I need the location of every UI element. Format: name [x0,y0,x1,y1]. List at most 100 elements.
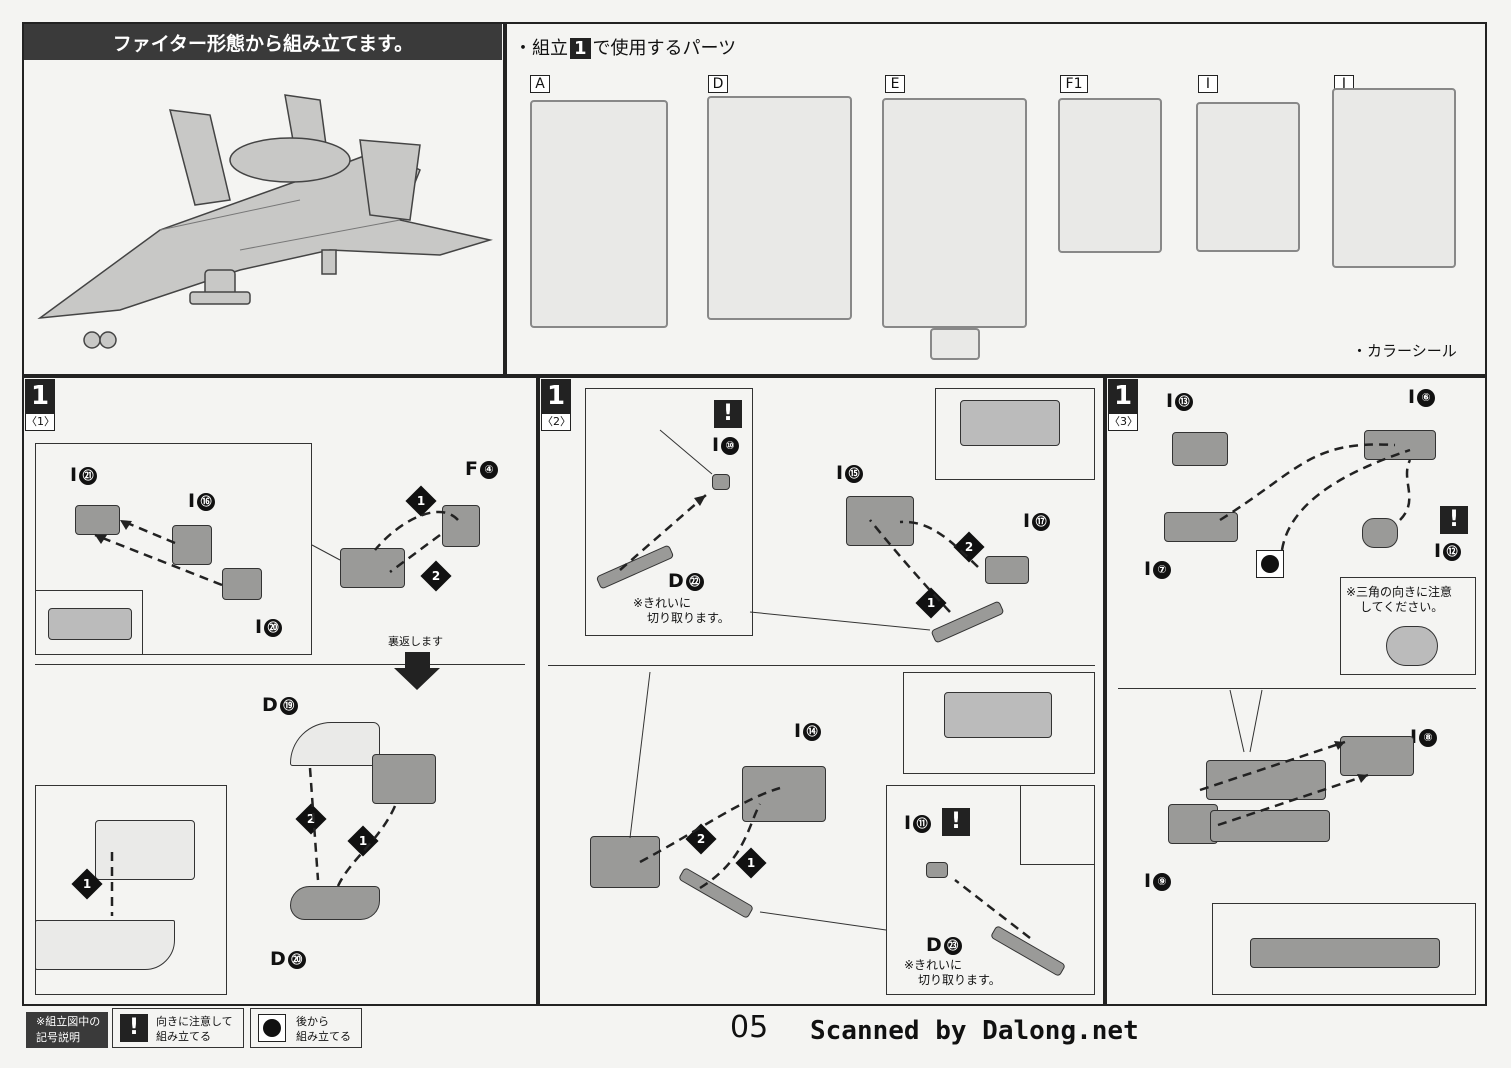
step1-2-mid-inset [903,672,1095,774]
step1-2-badge: 1 [541,379,571,413]
page-title: ファイター形態から組み立てます。 [24,24,502,60]
part-i13 [1172,432,1228,466]
warn-icon-i12: ! [1440,506,1468,534]
scan-credit: Scanned by Dalong.net [810,1016,1139,1046]
legend-later-box [250,1008,362,1048]
step1-2-sub: 〈2〉 [541,413,571,431]
runner-d [707,96,852,320]
part-detail-small [48,608,132,640]
legend-warn-text: 向きに注意して 組み立てる [156,1015,233,1043]
step1-1-num-lower-1: 1 [347,825,379,857]
runner-i [1196,102,1300,252]
part-step1-3-result [1250,938,1440,968]
step1-2-divider [548,665,1095,666]
part-f4 [442,505,480,547]
triangle-note: ※三角の向きに注意 してください。 [1346,585,1453,614]
legend-warn-box [112,1008,244,1048]
step1-3-panel [1105,376,1487,1006]
legend-warn-icon: ! [120,1014,148,1042]
part-i14 [742,766,826,822]
runner-label-i: I [1198,75,1218,93]
step1-3-badge: 1 [1108,379,1138,413]
legend-heading: ※組立図中の 記号説明 [26,1012,108,1048]
parts-list-panel [505,22,1487,376]
step1-2-top-inset [585,388,753,636]
step1-1-badge: 1 [25,379,55,413]
part-i10 [712,474,730,490]
triangle-note-box [1340,577,1476,675]
part-i8 [1340,736,1414,776]
step1-2-right-inset [935,388,1095,480]
runner-j [1332,88,1456,268]
part-step1-3-upper [1206,760,1326,800]
warn-icon-i10: ! [714,400,742,428]
step1-1-divider [35,664,525,665]
part-i20 [222,568,262,600]
step1-1-num-inset-1: 1 [71,868,103,900]
part-step1-3-lower [1210,810,1330,842]
step1-1-num-1: 1 [405,485,437,517]
color-seal-label: ・カラーシール [1352,342,1457,360]
part-i17 [985,556,1029,584]
step1-3-result-inset [1212,903,1476,995]
part-step1-2-mid-assembly [944,692,1052,738]
step1-2-num-2: 2 [953,531,985,563]
runner-label-d: D [708,75,728,93]
part-i11 [926,862,948,878]
warn-icon-i11: ! [942,808,970,836]
part-d20 [290,886,380,920]
note-d22-clean: ※きれいに 切り取ります。 [633,596,730,625]
runner-a [530,100,668,328]
step1-3-sub: 〈3〉 [1108,413,1138,431]
part-i15 [846,496,914,546]
step1-2-bottom-inset [886,785,1095,995]
step1-1-detail-inset [35,590,143,655]
part-step1-2-lower-left [590,836,660,888]
step1-1-inset [35,443,312,655]
step1-2-num-lower-1: 1 [735,847,767,879]
step1-2-panel [538,376,1105,1006]
runner-e-tab [930,328,980,360]
step1-2-num-1: 1 [915,587,947,619]
part-i7 [1164,512,1238,542]
step1-1-num-lower-2: 2 [295,803,327,835]
fighter-mode-panel [22,22,505,376]
runner-label-f1: F1 [1060,75,1088,93]
page-number: 05 [730,1010,769,1045]
step1-1-sub: 〈1〉 [25,413,55,431]
part-i21 [75,505,120,535]
part-step1-1-block [372,754,436,804]
step1-2-pin-inset [1020,785,1095,865]
step1-2-num-lower-2: 2 [685,823,717,855]
flip-note: 裏返します [388,635,443,648]
step1-1-num-2: 2 [420,560,452,592]
part-i6 [1364,430,1436,460]
legend-later-icon [258,1014,286,1042]
step1-1-lower-inset [35,785,227,995]
runner-e [882,98,1027,328]
part-step1-1-assembly [340,548,405,588]
part-i12-detail [1386,626,1438,666]
part-i16 [172,525,212,565]
runner-f1 [1058,98,1162,253]
part-step1-1-nose [35,920,175,970]
runner-label-a: A [530,75,550,93]
later-assembly-icon [1256,550,1284,578]
runner-label-e: E [885,75,905,93]
legend-later-text: 後から 組み立てる [296,1015,351,1043]
